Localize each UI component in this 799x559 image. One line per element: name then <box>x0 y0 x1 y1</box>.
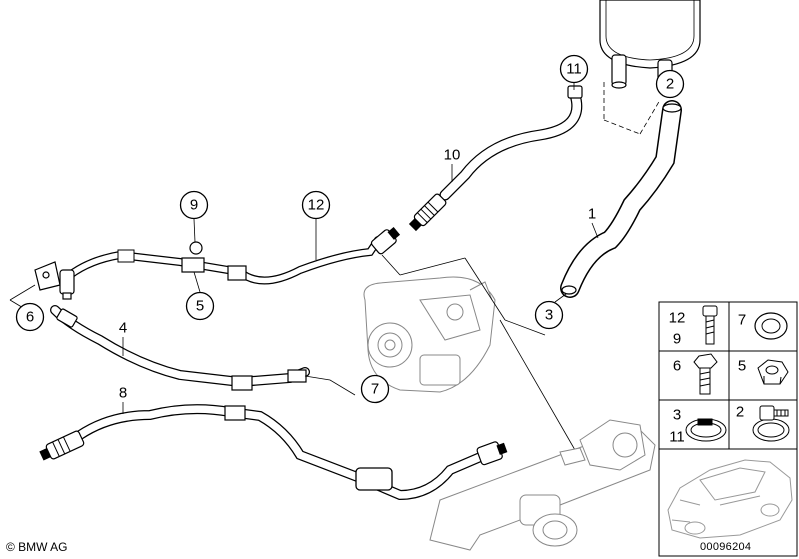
callout-5-leader <box>193 271 201 293</box>
callout-9[interactable]: 9 <box>179 190 209 220</box>
svg-text:5: 5 <box>738 358 746 375</box>
steering-rack <box>429 419 656 551</box>
label-10[interactable]: 10 <box>444 147 461 164</box>
callout-7[interactable]: 7 <box>360 374 390 404</box>
svg-text:3: 3 <box>545 307 553 324</box>
svg-text:7: 7 <box>371 381 379 398</box>
svg-text:2: 2 <box>666 76 674 93</box>
svg-text:10: 10 <box>444 147 461 164</box>
bolt-icon <box>702 305 718 345</box>
svg-text:1: 1 <box>588 206 596 223</box>
legend-row-3: 3 11 2 <box>669 404 790 446</box>
bracket-6 <box>34 261 75 300</box>
svg-text:11: 11 <box>669 429 685 446</box>
svg-text:12: 12 <box>669 310 686 327</box>
vehicle-thumbnail <box>667 459 793 539</box>
document-number: 00096204 <box>700 541 752 553</box>
hose-4 <box>50 305 310 391</box>
svg-text:2: 2 <box>736 404 744 421</box>
svg-text:8: 8 <box>119 385 127 402</box>
power-steering-pump <box>363 276 496 393</box>
hose-1 <box>560 100 682 298</box>
reservoir-guides <box>603 82 661 135</box>
label-4[interactable]: 4 <box>119 320 127 337</box>
copyright-notice: © BMW AG <box>6 540 68 554</box>
legend-row-2: 6 5 <box>673 353 789 395</box>
callout-12[interactable]: 12 <box>301 190 331 220</box>
svg-text:4: 4 <box>119 320 127 337</box>
callout-6[interactable]: 6 <box>15 302 45 332</box>
hose-8 <box>39 404 508 501</box>
svg-text:5: 5 <box>196 298 204 315</box>
callout-2[interactable]: 2 <box>655 69 685 99</box>
label-8[interactable]: 8 <box>119 385 127 402</box>
legend-row-1: 12 9 7 <box>669 305 788 348</box>
fluid-reservoir <box>599 0 701 89</box>
svg-text:11: 11 <box>566 61 582 78</box>
callout-11[interactable]: 11 <box>559 54 589 84</box>
callout-5[interactable]: 5 <box>185 291 215 321</box>
hose-10 <box>408 85 583 232</box>
hose-clamp-icon <box>685 418 727 442</box>
svg-text:9: 9 <box>673 331 681 348</box>
callout-3-leader <box>554 293 567 303</box>
screw-clamp-icon <box>752 405 790 442</box>
hex-bolt-icon <box>693 353 718 395</box>
svg-text:6: 6 <box>26 309 34 326</box>
label-1-leader <box>591 222 599 239</box>
callout-9-leader <box>193 218 196 243</box>
nut-icon <box>757 359 789 385</box>
callout-3[interactable]: 3 <box>534 300 564 330</box>
svg-text:9: 9 <box>190 197 198 214</box>
svg-text:7: 7 <box>738 312 746 329</box>
pump-guides <box>381 254 576 451</box>
svg-text:3: 3 <box>673 407 681 424</box>
hose-12 <box>66 227 401 285</box>
washer-icon <box>754 312 788 340</box>
svg-text:6: 6 <box>673 358 681 375</box>
hose-4-leader <box>304 375 356 396</box>
svg-text:12: 12 <box>308 197 325 214</box>
label-1[interactable]: 1 <box>588 206 596 223</box>
